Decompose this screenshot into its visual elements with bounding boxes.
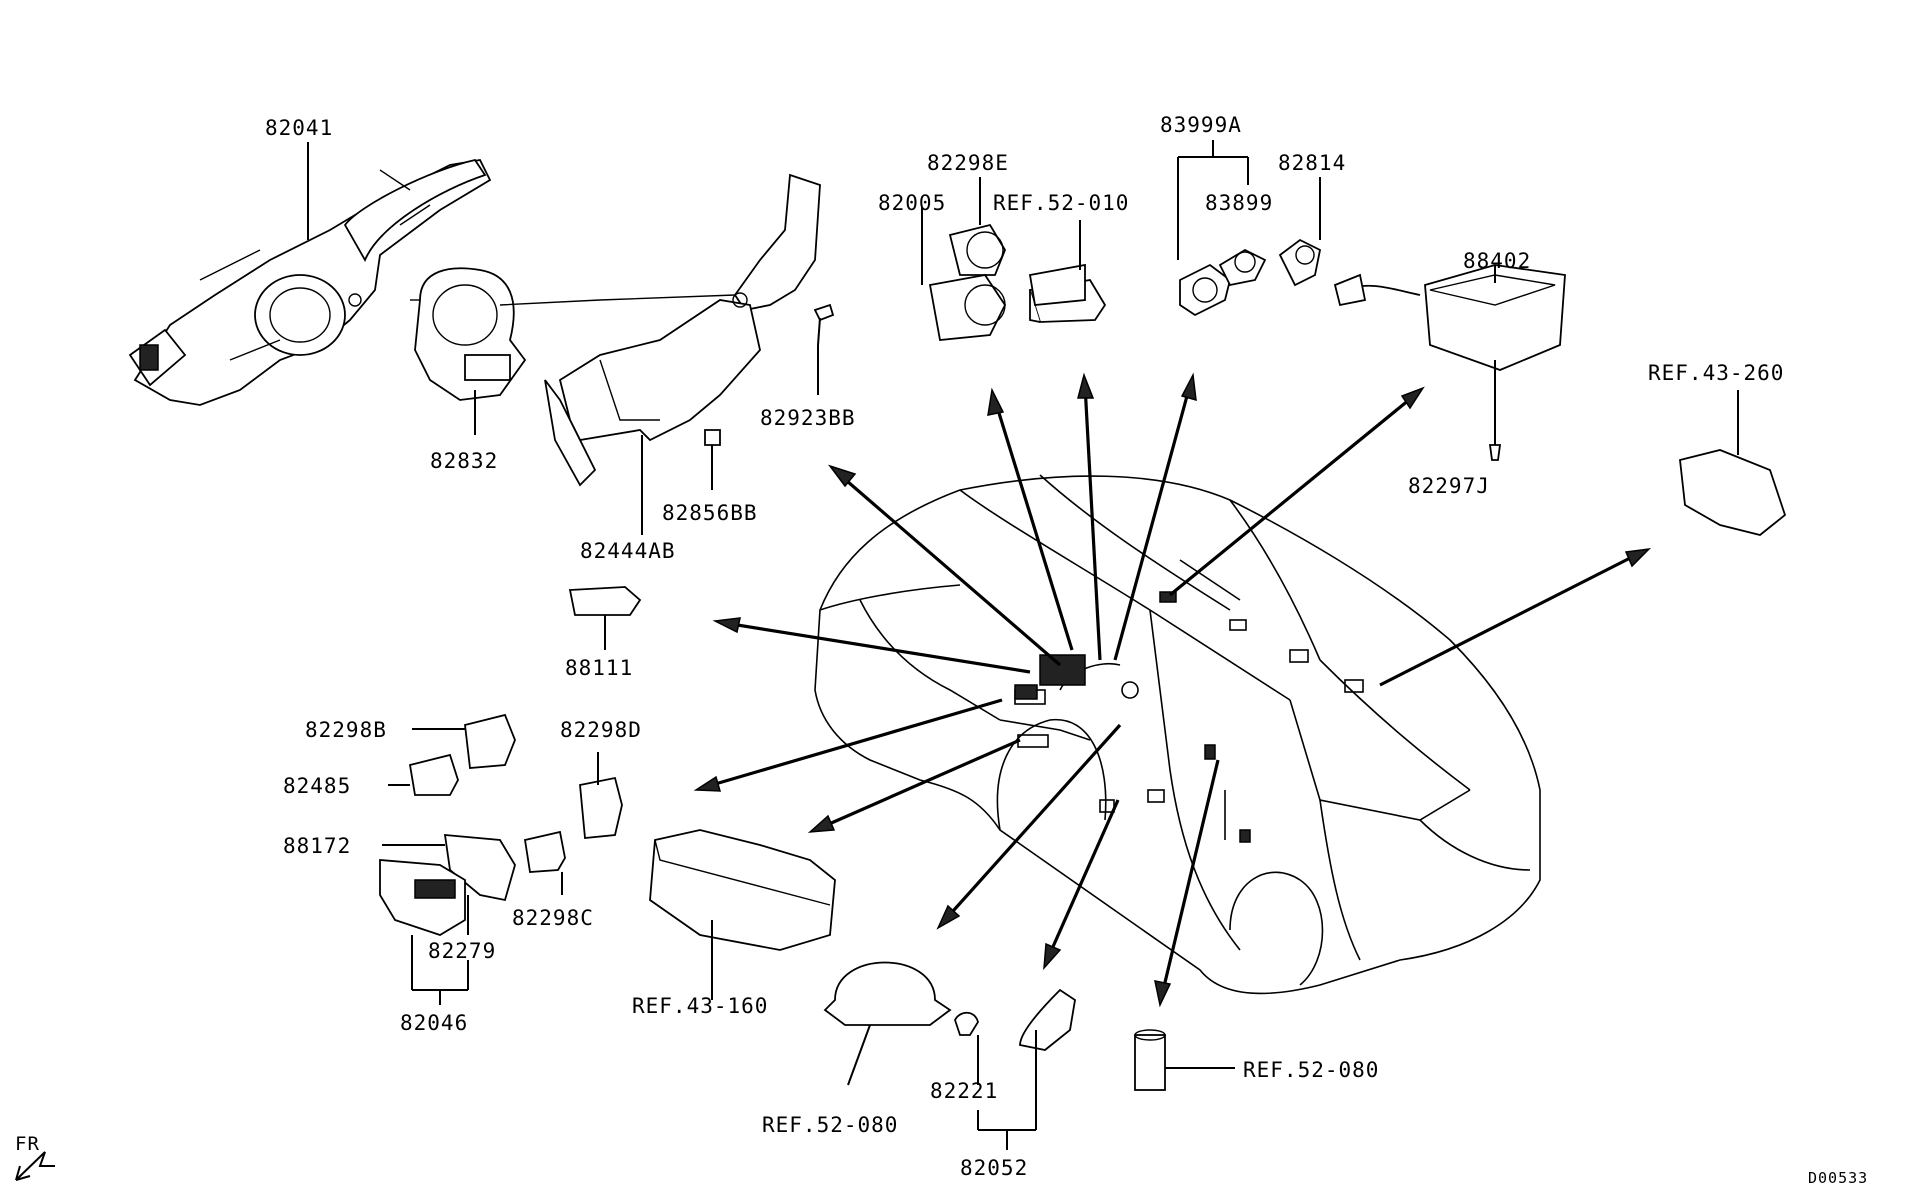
label-82485: 82485 (283, 774, 351, 798)
label-88111: 88111 (565, 656, 633, 680)
label-82221: 82221 (930, 1079, 998, 1103)
label-82046: 82046 (400, 1011, 468, 1035)
front-direction-arrow-icon (15, 1151, 55, 1181)
label-88172: 88172 (283, 834, 351, 858)
label-82052: 82052 (960, 1156, 1028, 1180)
label-82298D: 82298D (560, 718, 642, 742)
reference-drawings (649, 263, 1787, 1091)
label-ref-52-010: REF.52-010 (993, 191, 1129, 215)
label-82298C: 82298C (512, 906, 594, 930)
label-82444AB: 82444AB (580, 539, 676, 563)
paddle-shift-drawing (499, 173, 821, 487)
vehicle-outline (814, 474, 1541, 995)
label-82856BB: 82856BB (662, 501, 758, 525)
screw-drawings (704, 303, 1502, 1036)
clock-spring-drawing (410, 267, 527, 401)
pointer-arrows (693, 372, 1652, 1008)
label-ref-43-160: REF.43-160 (632, 994, 768, 1018)
part-labels: 82041 82832 82923BB 82856BB 82444AB 8229… (15, 113, 1868, 1187)
diagram-code: D00533 (1808, 1169, 1868, 1187)
label-83899: 83899 (1205, 191, 1273, 215)
label-82279: 82279 (428, 939, 496, 963)
leader-lines (307, 140, 1739, 1150)
label-ref-52-080-left: REF.52-080 (762, 1113, 898, 1137)
switch-drawings-top (928, 223, 1566, 371)
label-ref-52-080-right: REF.52-080 (1243, 1058, 1379, 1082)
label-82297J: 82297J (1408, 474, 1490, 498)
label-82298B: 82298B (305, 718, 387, 742)
combination-switch-drawing (128, 158, 492, 406)
label-82041: 82041 (265, 116, 333, 140)
label-88402: 88402 (1463, 249, 1531, 273)
switch-drawings-left (379, 586, 642, 936)
label-82832: 82832 (430, 449, 498, 473)
label-front: FR (15, 1133, 40, 1155)
label-82298E: 82298E (927, 151, 1009, 175)
label-83999A: 83999A (1160, 113, 1242, 137)
label-82814: 82814 (1278, 151, 1346, 175)
label-82923BB: 82923BB (760, 406, 856, 430)
label-82005: 82005 (878, 191, 946, 215)
label-ref-43-260: REF.43-260 (1648, 361, 1784, 385)
